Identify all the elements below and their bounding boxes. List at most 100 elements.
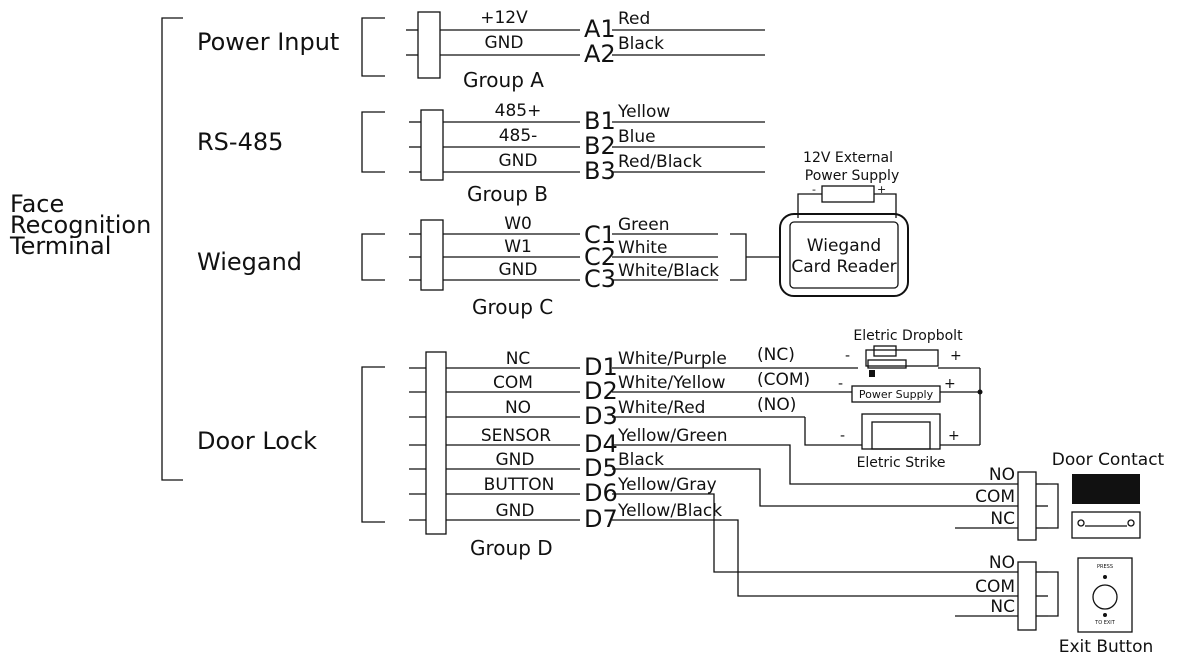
- group-c-bracket: [361, 233, 385, 281]
- card-reader-line1: Wiegand: [807, 236, 881, 256]
- wire-color-d6: Yellow/Gray: [617, 475, 717, 495]
- pin-id-b1: B1: [584, 107, 616, 135]
- pin-name-d1: NC: [506, 349, 531, 369]
- group-a: +12V GND A1 A2 Red Black Group A: [361, 8, 765, 92]
- group-label-power-input: Power Input: [197, 28, 339, 56]
- exit-button-no: NO: [989, 553, 1015, 573]
- pin-id-b2: B2: [584, 132, 616, 160]
- group-d-name: Group D: [470, 536, 553, 560]
- external-power-plus: +: [877, 183, 886, 196]
- exit-button-terminal-block: [1017, 561, 1037, 631]
- pin-name-b1: 485+: [495, 101, 542, 121]
- dropbolt-body: [865, 349, 939, 367]
- group-label-wiegand: Wiegand: [197, 248, 302, 276]
- group-b-connector: [420, 109, 444, 181]
- door-contact-no: NO: [989, 465, 1015, 485]
- pin-id-b3: B3: [584, 157, 616, 185]
- power-supply-label: Power Supply: [859, 388, 934, 401]
- wiegand-bundle-bracket: [730, 233, 747, 281]
- pin-id-a1: A1: [584, 15, 616, 43]
- pin-name-d3: NO: [505, 398, 531, 418]
- pin-name-a2: GND: [485, 33, 524, 53]
- exit-button-press-text: PRESS: [1097, 564, 1113, 570]
- external-power-line1: 12V External: [803, 150, 893, 166]
- pin-id-c3: C3: [584, 265, 616, 293]
- door-contact-title: Door Contact: [1052, 450, 1165, 470]
- pin-name-b2: 485-: [499, 126, 538, 146]
- wire-color-d7: Yellow/Black: [617, 501, 722, 521]
- door-contact-switch: [1071, 511, 1141, 539]
- pin-id-d3: D3: [584, 402, 618, 430]
- external-power-minus: -: [812, 183, 816, 196]
- group-c-connector: [420, 219, 444, 291]
- tag-nc: (NC): [757, 345, 795, 365]
- wire-color-d1: White/Purple: [618, 349, 727, 369]
- wiegand-card-reader: Wiegand Card Reader: [779, 213, 909, 297]
- card-reader-line2: Card Reader: [791, 257, 896, 277]
- main-bracket: [161, 17, 183, 481]
- door-contact-terminal-block: [1017, 471, 1037, 541]
- pin-name-b3: GND: [499, 151, 538, 171]
- pin-id-d2: D2: [584, 377, 618, 405]
- exit-button: NO COM NC PRESS TO EXIT Exit Button: [612, 493, 1154, 657]
- strike-body: [861, 413, 941, 450]
- external-power-line2: Power Supply: [805, 168, 900, 184]
- pin-name-c2: W1: [504, 237, 532, 257]
- group-c-name: Group C: [472, 295, 553, 319]
- pin-name-d2: COM: [493, 373, 533, 393]
- exit-button-com: COM: [975, 577, 1015, 597]
- pin-id-d6: D6: [584, 479, 618, 507]
- wire-color-d4: Yellow/Green: [617, 426, 728, 446]
- strike-title: Eletric Strike: [857, 455, 946, 471]
- wire-color-b2: Blue: [618, 127, 656, 147]
- group-a-name: Group A: [463, 68, 544, 92]
- door-contact: NO COM NC Door Contact: [612, 444, 1165, 541]
- pin-name-d5: GND: [496, 450, 535, 470]
- terminal-title-line3: Terminal: [9, 232, 111, 260]
- wire-color-a1: Red: [618, 9, 650, 29]
- external-power-supply: 12V External Power Supply - +: [797, 150, 900, 218]
- dropbolt-minus: -: [845, 348, 850, 364]
- pin-id-d4: D4: [584, 430, 618, 458]
- pin-name-d4: SENSOR: [481, 426, 551, 446]
- dropbolt-plus: +: [950, 348, 962, 364]
- group-a-bracket: [361, 17, 385, 77]
- exit-button-plate: [1077, 557, 1133, 633]
- group-d-bracket: [361, 366, 385, 523]
- wire-color-d3: White/Red: [618, 398, 705, 418]
- card-reader-inner: [789, 221, 899, 289]
- pin-name-d6: BUTTON: [484, 475, 555, 495]
- wire-color-c2: White: [618, 238, 667, 258]
- wire-color-c3: White/Black: [618, 261, 719, 281]
- tag-com: (COM): [757, 370, 810, 390]
- wire-color-d5: Black: [618, 450, 664, 470]
- exit-button-push: [1092, 584, 1118, 610]
- wire-color-d2: White/Yellow: [618, 373, 726, 393]
- terminal-title-line1: Face: [10, 190, 64, 218]
- exit-button-nc: NC: [990, 597, 1015, 617]
- terminal-title-line2: Recognition: [10, 211, 151, 239]
- power-supply-plus: +: [944, 376, 956, 392]
- pin-id-d1: D1: [584, 353, 618, 381]
- group-d-connector: [425, 351, 447, 535]
- group-b-bracket: [361, 111, 385, 173]
- pin-id-c2: C2: [584, 243, 616, 271]
- group-c: W0 W1 GND C1 C2 C3 Green White White/Bla…: [361, 214, 780, 319]
- pin-id-d7: D7: [584, 505, 618, 533]
- wire-color-b1: Yellow: [617, 102, 670, 122]
- lock-wiring: (NC) (COM) (NO) Eletric Dropbolt - + - +…: [612, 328, 983, 471]
- dropbolt-title: Eletric Dropbolt: [853, 328, 963, 344]
- door-contact-magnet: [1072, 474, 1140, 504]
- exit-button-title: Exit Button: [1059, 637, 1154, 657]
- pin-name-c3: GND: [499, 260, 538, 280]
- group-label-door-lock: Door Lock: [197, 427, 317, 455]
- external-power-box: [821, 185, 875, 203]
- wire-color-c1: Green: [618, 215, 669, 235]
- pin-name-d7: GND: [496, 501, 535, 521]
- pin-name-a1: +12V: [480, 8, 528, 28]
- strike-minus: -: [840, 428, 845, 444]
- pin-id-d5: D5: [584, 454, 618, 482]
- group-b-name: Group B: [467, 182, 548, 206]
- wire-color-b3: Red/Black: [618, 152, 702, 172]
